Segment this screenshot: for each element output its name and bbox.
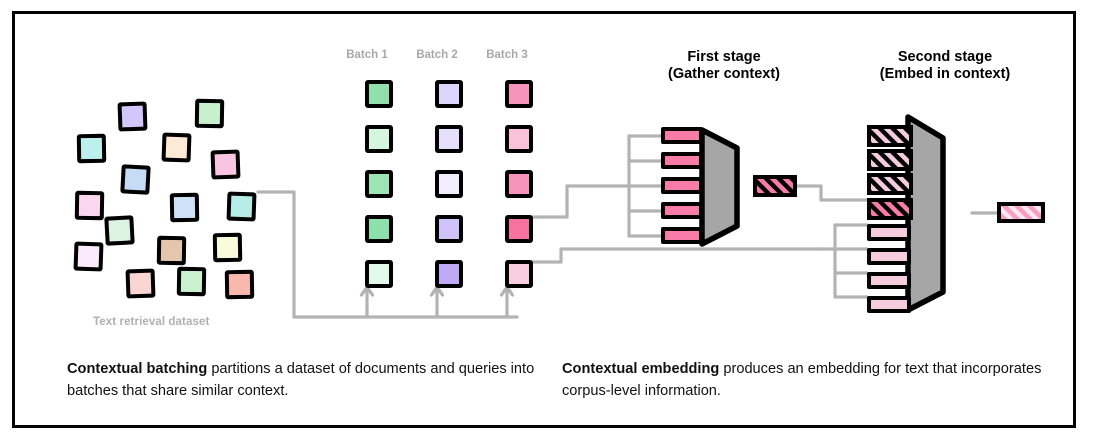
caption-right: Contextual embedding produces an embeddi… [562,358,1042,402]
dataset-square [156,235,187,266]
dataset-square [224,269,255,300]
batch-square [435,260,463,288]
wire-batch3-to-stage1 [531,184,631,219]
stage-one-title-line2: (Gather context) [668,66,780,82]
stage-one-input-bar [661,127,703,144]
stage-two-input-bar [867,296,911,314]
stage-one-encoder [699,127,740,247]
stage-two-input-bar [867,173,913,196]
stage-two-title: Second stage (Embed in context) [850,49,1040,83]
dataset-label: Text retrieval dataset [93,316,210,328]
batch-square [505,260,533,288]
stage-two-input-bar [867,223,911,241]
caption-right-rest: produces an embedding for text that inco… [562,361,1042,399]
dataset-square [120,164,151,195]
batch-square [365,125,393,153]
stage-one-input-bar [661,152,703,169]
stage-one-input-bar [661,177,703,194]
stage-two-input-bar [867,149,913,172]
stage-two-title-line1: Second stage [897,49,993,65]
batch-square [505,125,533,153]
stage-two-input-bar [867,272,911,290]
stage-one-output-bar [753,175,797,197]
stage-one-title: First stage (Gather context) [649,49,799,83]
batch-square [365,215,393,243]
wire-dataset-to-batches [256,190,519,319]
stage-two-input-bar [867,197,913,220]
batch-square [505,215,533,243]
dataset-square [194,98,225,129]
diagram-canvas: Text retrieval dataset Batch 1 Batch 2 B… [15,14,1073,425]
dataset-square [169,192,200,223]
stage-two-input-bar [867,248,911,265]
stage-two-input-bar [867,125,913,147]
dataset-square [117,101,148,132]
batch-header-3: Batch 3 [486,49,528,61]
connector-wires [256,114,999,319]
caption-left-bold: Contextual batching [67,361,208,377]
batch-square [365,80,393,108]
stage-one-input-bar [661,202,703,219]
batch-header-2: Batch 2 [416,49,458,61]
batch-square [435,125,463,153]
batch-square [365,260,393,288]
stage-two-title-line2: (Embed in context) [879,66,1011,82]
diagram-frame: Text retrieval dataset Batch 1 Batch 2 B… [12,11,1076,428]
wire-batch3-to-stage2 [531,247,823,264]
dataset-square [76,133,107,164]
wire-stage1-out-to-stage2 [787,184,869,202]
dataset-square [176,266,207,297]
batch-square [435,170,463,198]
batch-square [365,170,393,198]
dataset-square [226,191,257,222]
dataset-square [161,132,192,163]
caption-left: Contextual batching partitions a dataset… [67,358,537,402]
batch-square [435,215,463,243]
stage-two-encoder [905,114,946,313]
stage-two-output-bar [997,202,1045,223]
caption-left-rest: partitions a dataset of documents and qu… [67,361,535,399]
batch-square [435,80,463,108]
caption-right-bold: Contextual embedding [562,361,720,377]
dataset-square [125,268,156,299]
batch-square [505,170,533,198]
stage-one-title-line1: First stage [687,49,761,65]
stage-one-input-bar [661,227,703,244]
batch-square [505,80,533,108]
batch-header-1: Batch 1 [346,49,388,61]
dataset-square [212,232,243,263]
dataset-square [73,241,104,272]
dataset-square [210,149,241,180]
dataset-square [74,190,105,221]
dataset-square [104,215,135,246]
